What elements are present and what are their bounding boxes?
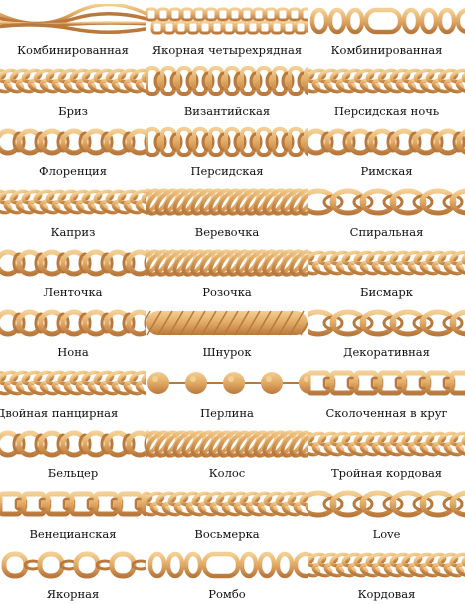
chain-image — [0, 370, 146, 396]
chain-name-label: Love — [372, 526, 401, 541]
chain-image — [146, 188, 308, 216]
chain-item: Бриз — [0, 60, 146, 120]
chain-name-label: Перлина — [200, 405, 254, 420]
chain-item: Шнурок — [146, 302, 308, 362]
chain-name-label: Бриз — [58, 103, 88, 118]
chain-image — [0, 309, 146, 337]
chain-name-label: Веревочка — [194, 224, 260, 239]
chain-name-label: Кордовая — [357, 586, 416, 601]
chain-item: Комбинированная — [308, 0, 465, 60]
chain-name-label: Бисмарк — [360, 284, 413, 299]
chain-item: Флоренция — [0, 121, 146, 181]
chain-item: Бельцер — [0, 423, 146, 483]
chain-image — [308, 431, 465, 457]
chain-name-label: Ромбо — [208, 586, 246, 601]
chain-image — [0, 4, 146, 35]
chain-image — [308, 490, 465, 518]
chain-image — [308, 69, 465, 94]
chain-image — [146, 126, 308, 157]
chain-item: Колос — [146, 423, 308, 483]
chain-image — [1, 551, 146, 579]
chain-item: Бисмарк — [308, 242, 465, 302]
chain-image — [146, 248, 308, 277]
chain-name-label: Персидская ночь — [333, 103, 440, 118]
chain-item: Ленточка — [0, 242, 146, 302]
chain-name-label: Флоренция — [39, 164, 107, 179]
chain-item: Тройная кордовая — [308, 423, 465, 483]
chain-name-label: Персидская — [190, 164, 264, 179]
chain-image — [0, 69, 146, 94]
chain-image — [0, 128, 146, 156]
chain-item: Римская — [308, 121, 465, 181]
chain-image — [308, 128, 465, 156]
chain-image — [146, 491, 308, 517]
chain-item: Кордовая — [308, 544, 465, 604]
chain-image — [146, 310, 308, 336]
chain-item: Спиральная — [308, 181, 465, 241]
chain-item: Двойная панцирная — [0, 362, 146, 422]
chain-name-label: Колос — [208, 466, 246, 481]
chain-name-label: Двойная панцирная — [0, 405, 119, 420]
chain-item: Венецианская — [0, 483, 146, 543]
chain-item: Сколоченная в круг — [308, 362, 465, 422]
chain-item: Комбинированная — [0, 0, 146, 60]
chain-name-label: Розочка — [202, 284, 252, 299]
chain-image — [308, 370, 465, 396]
chain-name-label: Восьмерка — [194, 526, 260, 541]
chain-name-label: Нона — [57, 345, 89, 360]
chain-name-label: Комбинированная — [330, 43, 443, 58]
chain-item: Нона — [0, 302, 146, 362]
chain-name-label: Римская — [360, 164, 413, 179]
chain-item: Якорная — [0, 544, 146, 604]
chain-image — [0, 249, 146, 277]
chain-name-label: Тройная кордовая — [330, 466, 443, 481]
chain-image — [147, 551, 308, 578]
chain-name-label: Якорная четырехрядная — [151, 43, 303, 58]
chain-item: Love — [308, 483, 465, 543]
chain-image — [0, 491, 146, 517]
chain-item: Восьмерка — [146, 483, 308, 543]
chain-item: Персидская ночь — [308, 60, 465, 120]
chain-name-label: Комбинированная — [17, 43, 129, 58]
chain-item: Веревочка — [146, 181, 308, 241]
chain-image — [308, 250, 465, 275]
chain-item: Декоративная — [308, 302, 465, 362]
chain-name-label: Сколоченная в круг — [325, 405, 448, 420]
chain-image — [0, 189, 146, 215]
chain-name-label: Каприз — [50, 224, 96, 239]
chain-image — [309, 7, 465, 35]
chain-name-label: Спиральная — [349, 224, 424, 239]
chain-image — [147, 372, 308, 395]
chain-image — [308, 552, 465, 577]
chain-item: Якорная четырехрядная — [146, 0, 308, 60]
chain-name-label: Византийская — [183, 103, 271, 118]
chain-name-label: Бельцер — [47, 466, 99, 481]
chain-name-label: Якорная — [46, 586, 100, 601]
chain-image — [308, 309, 465, 337]
chain-name-label: Шнурок — [202, 345, 252, 360]
chain-name-label: Венецианская — [29, 526, 117, 541]
chain-image — [308, 188, 465, 216]
chain-image — [146, 7, 308, 35]
chain-image — [146, 66, 308, 97]
chain-item: Византийская — [146, 60, 308, 120]
chain-name-label: Декоративная — [343, 345, 430, 360]
chain-item: Перлина — [146, 362, 308, 422]
chain-name-label: Ленточка — [43, 284, 103, 299]
chain-item: Ромбо — [146, 544, 308, 604]
chain-item: Розочка — [146, 242, 308, 302]
chain-item: Каприз — [0, 181, 146, 241]
chain-image — [146, 430, 308, 458]
chain-image — [0, 430, 146, 458]
chain-item: Персидская — [146, 121, 308, 181]
